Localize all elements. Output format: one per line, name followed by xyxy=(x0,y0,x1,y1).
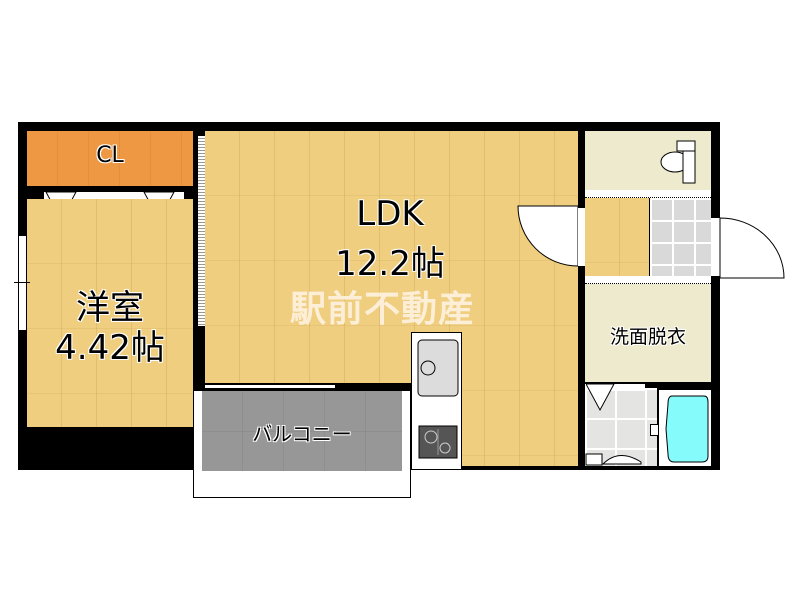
western-room xyxy=(27,199,193,427)
washroom-door-strip xyxy=(585,276,711,284)
washroom xyxy=(585,284,711,382)
bath-door-strip xyxy=(585,384,645,391)
bath-faucet xyxy=(650,424,659,436)
entrance xyxy=(650,198,711,276)
washroom-label: 洗面脱衣 xyxy=(609,326,686,348)
ldk-door-swing-icon xyxy=(517,205,579,267)
bathtub-icon xyxy=(665,395,709,463)
bath-door-icon xyxy=(586,384,615,412)
western-room-size: 4.42帖 xyxy=(55,328,165,368)
western-window-mark xyxy=(14,282,30,283)
ldk-size: 12.2帖 xyxy=(335,244,445,284)
balcony-floor xyxy=(202,391,402,471)
hallway-opening xyxy=(578,208,585,266)
basin-icon xyxy=(585,453,642,466)
stove-icon xyxy=(418,425,458,459)
balcony-label: バルコニー xyxy=(252,422,352,446)
closet-label: CL xyxy=(96,143,124,168)
balcony-window xyxy=(205,384,335,389)
watermark: 駅前不動産 xyxy=(290,289,476,330)
toilet-door-strip xyxy=(585,190,711,198)
ldk-name: LDK xyxy=(356,194,424,234)
closet-area xyxy=(27,131,193,186)
hallway xyxy=(585,198,649,276)
western-room-name: 洋室 xyxy=(76,288,144,328)
entrance-door-swing-icon xyxy=(719,217,785,279)
closet-door-strip xyxy=(44,192,184,199)
sliding-door xyxy=(197,136,205,326)
entrance-door-gap xyxy=(711,218,720,276)
western-window xyxy=(18,236,27,330)
toilet-icon xyxy=(660,140,696,184)
sink-icon xyxy=(417,339,459,397)
